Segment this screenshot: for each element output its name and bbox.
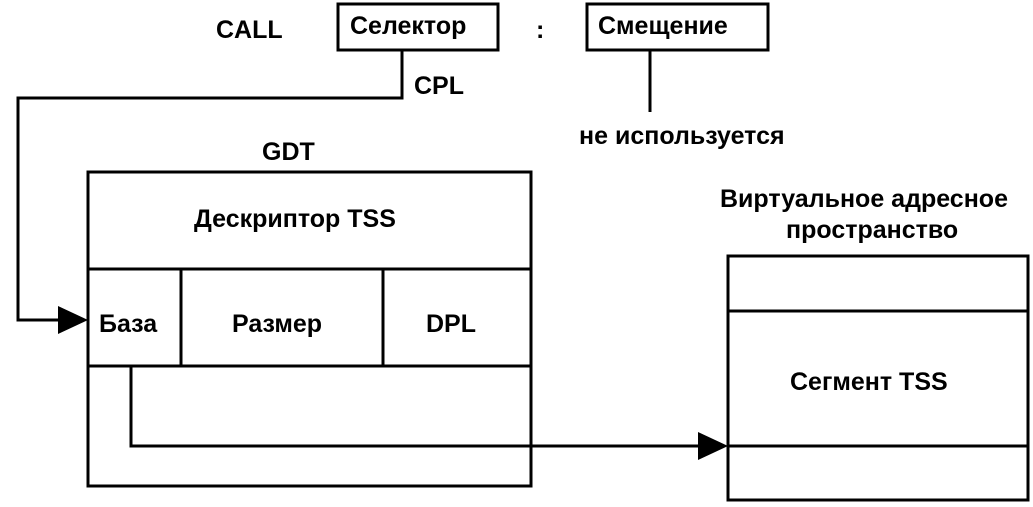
cpl-label: CPL xyxy=(414,72,464,100)
tss-segment-label: Сегмент TSS xyxy=(790,368,948,396)
base-label: База xyxy=(99,310,158,338)
not-used-label: не используется xyxy=(579,122,785,150)
virtual-address-space xyxy=(726,254,1030,502)
offset-box xyxy=(585,2,770,52)
cpl-connector-line xyxy=(16,50,404,322)
base-arrowhead xyxy=(698,432,728,460)
selector-label: Селектор xyxy=(350,12,467,40)
call-label: CALL xyxy=(216,16,283,44)
gdt-table xyxy=(86,170,533,488)
colon-separator: : xyxy=(536,16,545,44)
gdt-title: GDT xyxy=(262,138,315,166)
selector-box xyxy=(336,2,500,52)
vas-title-line2: пространство xyxy=(786,216,959,244)
base-connector-line xyxy=(129,366,706,448)
tss-descriptor-label: Дескриптор TSS xyxy=(194,205,396,233)
offset-label: Смещение xyxy=(598,12,728,40)
dpl-label: DPL xyxy=(426,310,476,338)
cpl-arrowhead xyxy=(58,306,88,334)
size-label: Размер xyxy=(232,310,323,338)
vas-title-line1: Виртуальное адресное xyxy=(720,185,1008,213)
